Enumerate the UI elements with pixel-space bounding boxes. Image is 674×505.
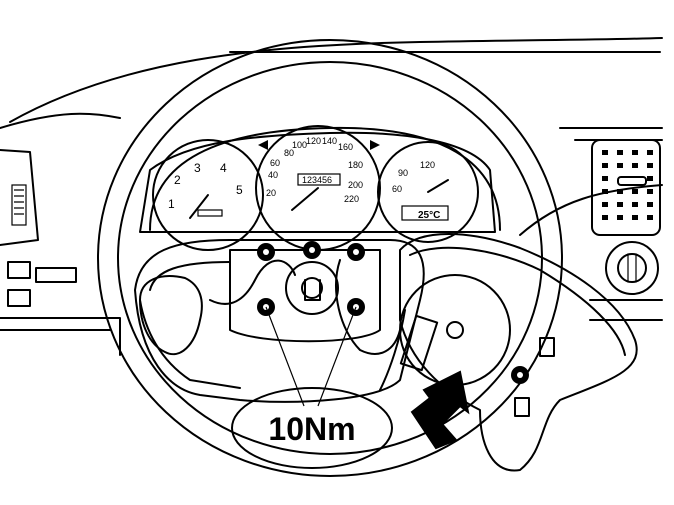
speedo-tick-60: 60	[270, 158, 280, 168]
speedo-tick-20: 20	[266, 188, 276, 198]
removal-direction-arrow	[410, 370, 470, 450]
temp-tick-60: 60	[392, 184, 402, 194]
speedo-tick-120: 120	[306, 136, 321, 146]
heater-control-knob	[589, 241, 663, 321]
left-turn-indicator-icon	[258, 140, 268, 150]
tacho-tick-2: 2	[174, 173, 181, 187]
airbag-module	[399, 233, 638, 472]
tacho-tick-5: 5	[236, 183, 243, 197]
speedo-tick-220: 220	[344, 194, 359, 204]
tachometer-needle	[189, 194, 209, 219]
speedo-tick-100: 100	[292, 140, 307, 150]
left-air-vent	[0, 149, 77, 307]
tacho-tick-3: 3	[194, 161, 201, 175]
right-turn-indicator-icon	[370, 140, 380, 150]
odometer-window	[297, 173, 341, 186]
bolt-top-left	[257, 243, 275, 261]
tachometer: 1 2 3 4 5	[152, 139, 264, 251]
dashboard-outline	[0, 37, 663, 356]
speedo-tick-40: 40	[268, 170, 278, 180]
odometer-readout: 123456	[302, 175, 332, 185]
horn-pad-left	[139, 275, 203, 355]
torque-value-label: 10Nm	[268, 411, 355, 447]
instrument-cluster-housing	[139, 131, 496, 233]
speedo-tick-140: 140	[322, 136, 337, 146]
steering-wheel-hub	[134, 239, 425, 403]
torque-callout: 10Nm	[231, 387, 393, 469]
speedometer-needle	[291, 187, 319, 211]
speedo-tick-160: 160	[338, 142, 353, 152]
temperature-needle	[427, 179, 449, 193]
temp-tick-120: 120	[420, 160, 435, 170]
speedo-tick-200: 200	[348, 180, 363, 190]
tacho-tick-1: 1	[168, 197, 175, 211]
bolt-top-right	[347, 243, 365, 261]
wiring-harness	[209, 259, 401, 355]
temp-tick-90: 90	[398, 168, 408, 178]
speedo-tick-80: 80	[284, 148, 294, 158]
tacho-tick-4: 4	[220, 161, 227, 175]
speedo-tick-180: 180	[348, 160, 363, 170]
bolt-top-center	[303, 241, 321, 259]
temperature-readout: 25°C	[418, 210, 440, 221]
right-air-vent	[591, 139, 661, 236]
speedometer: 20 40 60 80 100 120 140 160 180 200 220 …	[255, 125, 381, 251]
temperature-gauge: 60 90 120 25°C	[377, 141, 479, 243]
